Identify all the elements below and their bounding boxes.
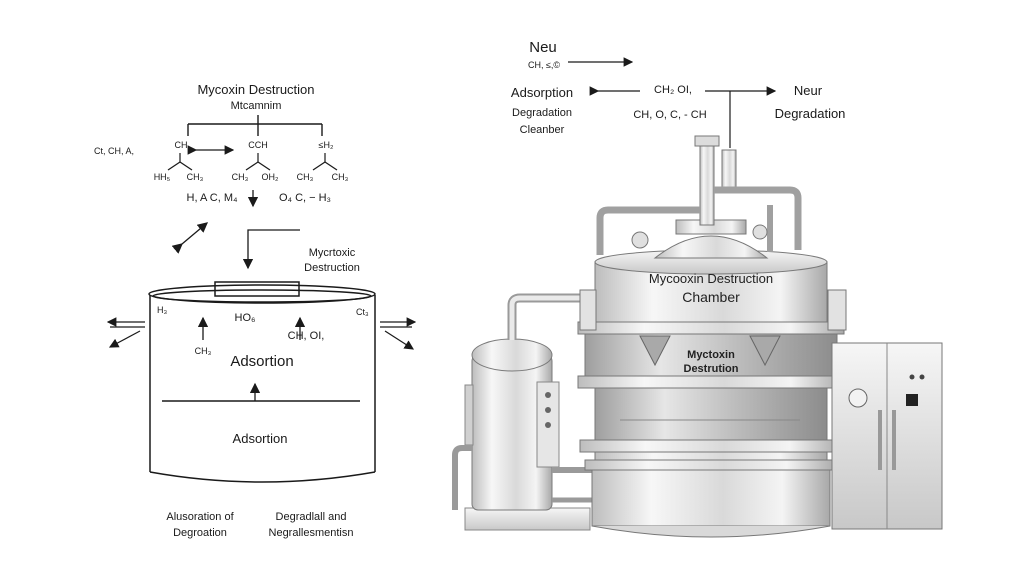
tank-lower-label: Adsortion [232,431,288,446]
center-formula-2: CH, O, C, - CH [633,109,707,121]
degradation-chamber-1: Degradation [512,107,572,119]
adsorption-label: Adsorption [510,85,574,100]
formula-r1-b: CH [174,140,188,150]
tank-label-h3: H₃ [157,305,168,315]
formula-r2-e: CH₃ [296,172,314,182]
tank-label-ct3: Ct₃ [356,307,369,317]
diag-arrow [171,222,208,254]
neu-sub-formula: CH, ≤,© [527,60,561,70]
formula-r2-f: CH₃ [331,172,349,182]
tree-subtitle: Mtcamnim [230,100,282,112]
caption-right-1: Degradlall and [275,511,347,523]
neur-degradation-label: Degradation [774,106,846,121]
mycotoxic-label-1: Mycrtoxic [308,247,356,259]
formula-r1-a: Ct, CH, A, [94,146,135,156]
machine-illustration [452,135,943,538]
window-label-2: Destrution [683,363,739,375]
formula-r1-c: CCH [248,140,268,150]
window-label-1: Myctoxin [687,349,735,361]
tank-label-ho6: HO₆ [234,312,256,324]
tank-label-ch3: CH₃ [194,346,212,356]
formula-tree-bracket [187,115,323,136]
chamber-label-2: Chamber [682,289,740,305]
formula-r1-d: ≤H₂ [318,140,334,150]
formula-r2-c: CH₃ [231,172,249,182]
degradation-chamber-2: Cleanber [519,124,565,136]
mycotoxic-label-2: Destruction [304,262,360,274]
caption-right-2: Negrallesmentisn [268,527,354,539]
tank-main-label: Adsortion [230,353,294,370]
neur-label: Neur [793,83,823,98]
caption-left-1: Alusoration of [166,511,234,523]
formula-r2-b: CH₃ [186,172,204,182]
formula-r2-a: HH₅ [153,172,171,182]
neu-label: Neu [529,39,557,56]
molecule-bonds [167,153,338,171]
tank-label-choi: CH, OI, [287,330,325,342]
chamber-label-1: Mycooxin Destruction [648,271,774,286]
tree-title: Mycoxin Destruction [197,82,315,97]
feed-line [242,229,300,270]
formula-r3-a: H, A C, M₄ [186,192,238,204]
center-formula-1: CH₂ OI, [654,84,692,96]
adsorption-tank [148,281,376,483]
formula-r3-b: O₄ C, − H₃ [278,192,332,204]
caption-left-2: Degroation [173,527,227,539]
formula-r2-d: OH₂ [261,172,279,182]
